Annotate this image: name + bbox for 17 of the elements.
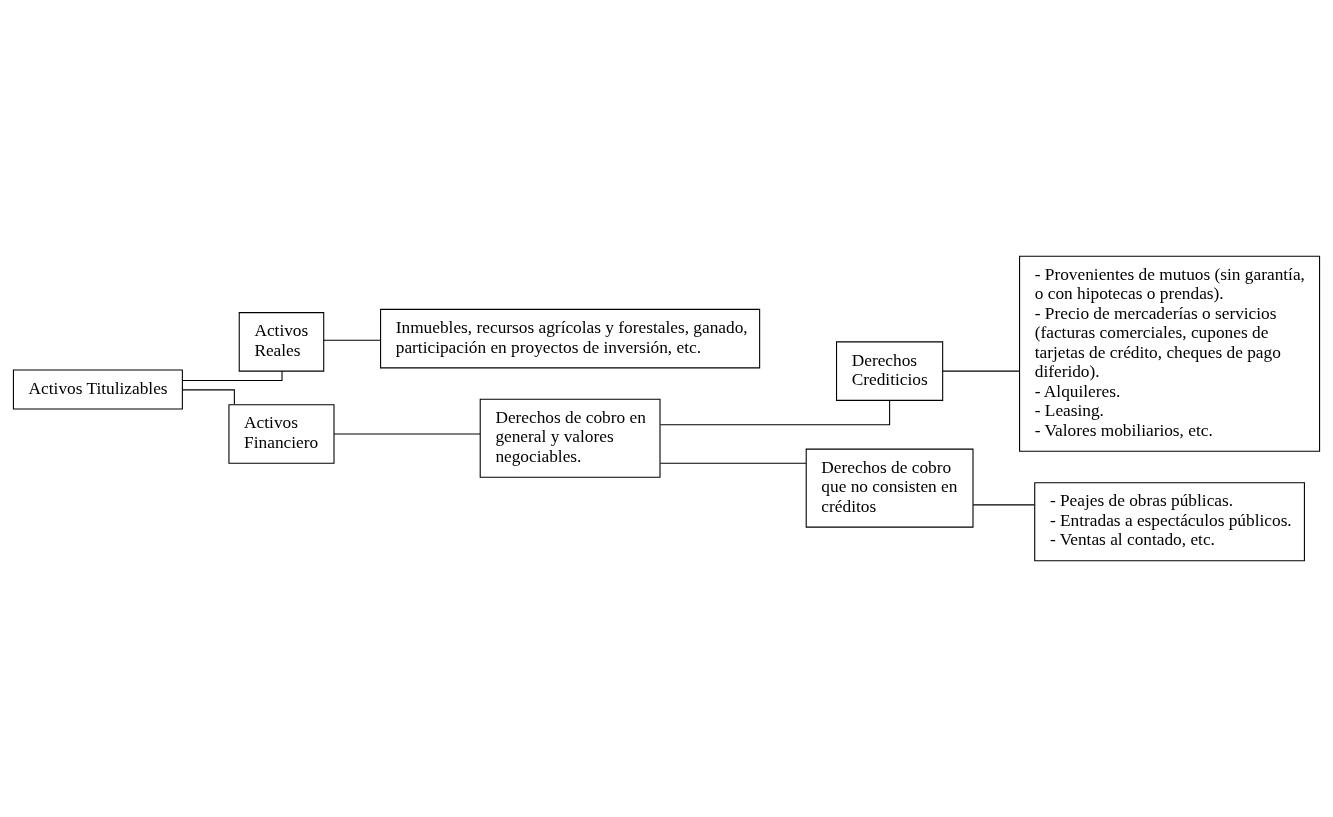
node-box: Activos Reales [238,312,325,372]
connector [181,370,283,382]
node-box: Activos Titulizables [12,369,183,410]
connector [181,389,235,405]
connector [942,370,1020,372]
node-box: Derechos de cobro en general y valores negociables. [479,398,661,478]
node-box: - Peajes de obras públicas. - Entradas a espectáculos públicos. - Ventas al contado, etc. [1034,482,1305,562]
node-box: Derechos Crediticios [836,341,944,401]
connector [659,462,807,464]
connector [659,399,891,426]
node-box: Inmuebles, recursos agrícolas y forestales, ganado, participación en proyectos de inversión, etc. [380,308,761,369]
node-box: - Provenientes de mutuos (sin garantía, o con hipotecas o prendas). - Precio de mercaderías o servicios (facturas comerciales, cupones de tarjetas de crédito, cheques de pago diferido). - Alquileres. - Leasing. - Valores mobiliarios, etc. [1019,255,1321,452]
connector [333,433,481,435]
connector [323,339,382,341]
node-box: Derechos de cobro que no consisten en créditos [805,448,974,528]
node-box: Activos Financiero [228,404,335,464]
connector [972,504,1036,506]
